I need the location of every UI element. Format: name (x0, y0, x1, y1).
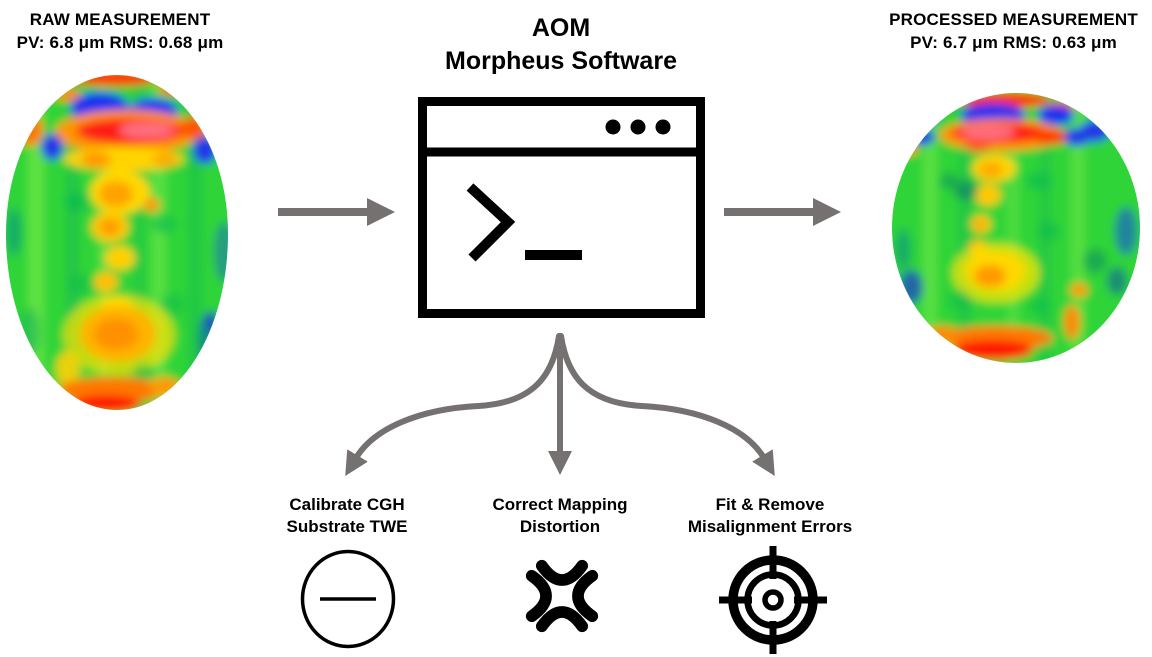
software-title-line2: Morpheus Software (445, 47, 677, 75)
step-fit-remove-line2: Misalignment Errors (687, 517, 853, 536)
terminal-window-icon (418, 97, 705, 318)
step-calibrate-cgh-line1: Calibrate CGH (289, 495, 405, 514)
processed-measurement-label: PROCESSED MEASUREMENT PV: 6.7 μm RMS: 0.… (875, 8, 1152, 54)
raw-measurement-stats: PV: 6.8 μm RMS: 0.68 μm (16, 33, 224, 52)
step-correct-mapping-line2: Distortion (519, 517, 601, 536)
processed-measurement-heatmap-image (892, 93, 1140, 363)
flow-arrow-raw-to-software (278, 198, 395, 226)
raw-measurement-label: RAW MEASUREMENT PV: 6.8 μm RMS: 0.68 μm (0, 8, 240, 54)
raw-measurement-title: RAW MEASUREMENT (29, 10, 211, 29)
step-correct-mapping-line1: Correct Mapping (492, 495, 628, 514)
step-correct-mapping-label: Correct Mapping Distortion (470, 494, 650, 538)
branch-arrows (345, 333, 775, 476)
prompt-chevron-icon (466, 183, 516, 262)
software-title-line1: AOM (531, 14, 591, 42)
flow-arrow-software-to-processed (724, 198, 841, 226)
software-title: AOM Morpheus Software (400, 12, 722, 78)
step-calibrate-cgh-line2: Substrate TWE (286, 517, 408, 536)
processed-measurement-title: PROCESSED MEASUREMENT (889, 10, 1138, 29)
step-fit-remove-label: Fit & Remove Misalignment Errors (678, 494, 862, 538)
circle-minus-icon (300, 549, 396, 649)
processed-measurement-stats: PV: 6.7 μm RMS: 0.63 μm (910, 33, 1117, 52)
distortion-icon (525, 559, 599, 633)
window-dot-icon (605, 119, 621, 135)
crosshair-target-icon (719, 546, 827, 654)
raw-measurement-heatmap-image (6, 75, 228, 410)
step-calibrate-cgh-label: Calibrate CGH Substrate TWE (257, 494, 437, 538)
window-dot-icon (655, 119, 671, 135)
step-fit-remove-line1: Fit & Remove (715, 495, 825, 514)
window-dot-icon (630, 119, 646, 135)
